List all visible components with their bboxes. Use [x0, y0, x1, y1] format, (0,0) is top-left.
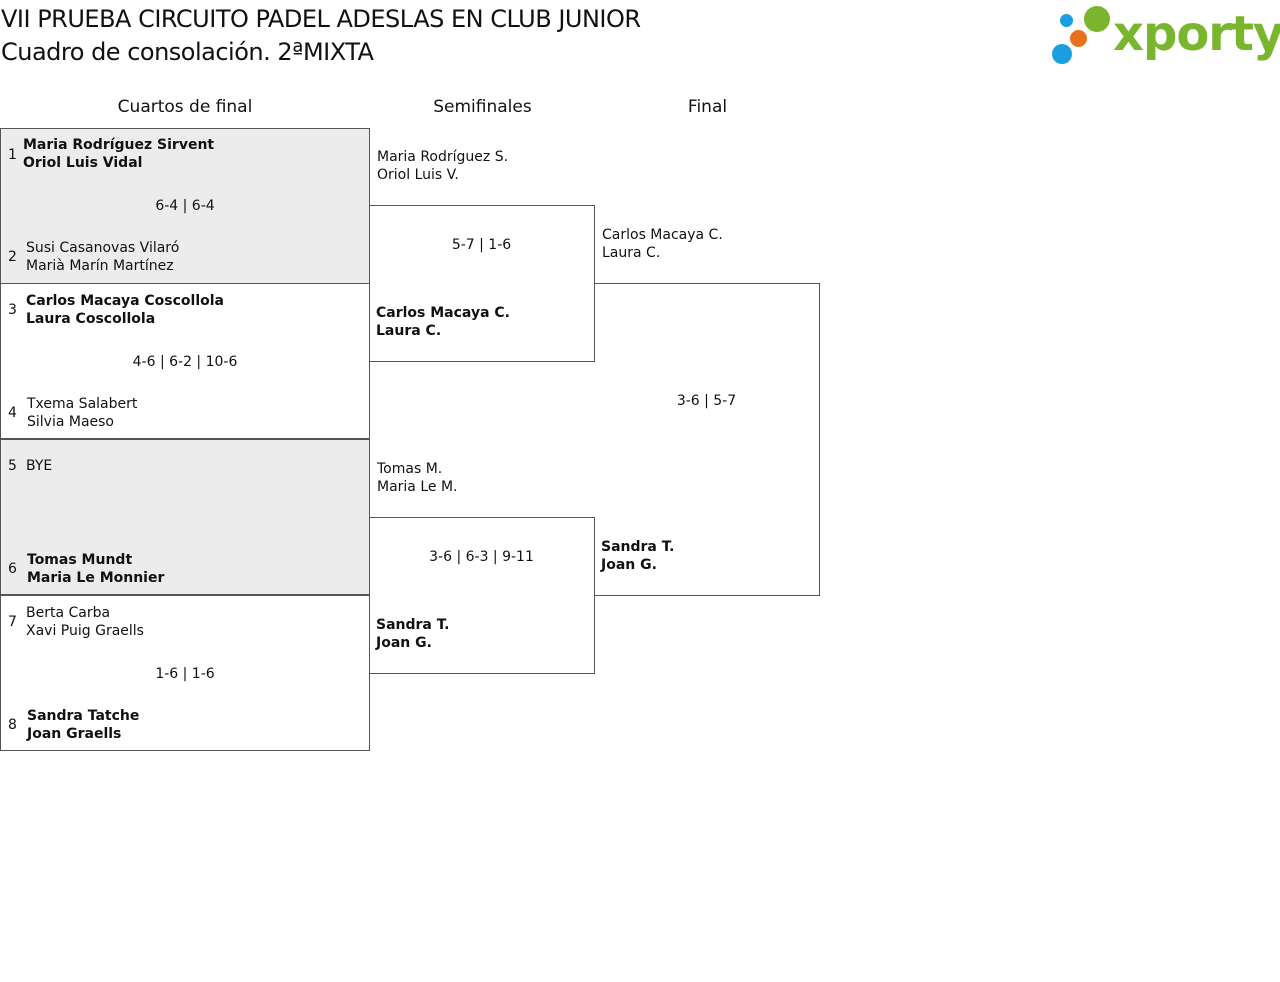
round-header-final: Final	[687, 97, 728, 117]
match-score: 3-6 | 5-7	[676, 393, 737, 409]
player-name: Tomas M.	[377, 461, 443, 477]
semifinal-match-2: 3-6 | 6-3 | 9-11 Sandra T. Joan G.	[369, 517, 595, 674]
quarterfinal-match-4: 7 Berta Carba Xavi Puig Graells 1-6 | 1-…	[0, 595, 370, 751]
player-name: Maria Le Monnier	[27, 570, 165, 586]
player-name: Tomas Mundt	[27, 552, 133, 568]
seed-number: 5	[8, 458, 17, 474]
quarterfinal-match-1: 1 Maria Rodríguez Sirvent Oriol Luis Vid…	[0, 128, 370, 284]
seed-number: 1	[8, 147, 17, 163]
player-name: Oriol Luis V.	[377, 167, 459, 183]
team-entry: Txema Salabert Silvia Maeso	[27, 395, 137, 431]
semifinal-match-1: 5-7 | 1-6 Carlos Macaya C. Laura C.	[369, 205, 595, 362]
seed-number: 3	[8, 302, 17, 318]
team-entry: Susi Casanovas Vilaró Marià Marín Martín…	[26, 239, 179, 275]
player-name: Sandra T.	[376, 617, 450, 633]
player-name: Carlos Macaya C.	[376, 305, 510, 321]
player-name: Carlos Macaya C.	[602, 227, 723, 243]
team-entry: Sandra T. Joan G.	[376, 616, 450, 652]
match-score: 6-4 | 6-4	[155, 198, 215, 214]
player-name: Silvia Maeso	[27, 414, 115, 430]
player-name: Maria Rodríguez S.	[377, 149, 509, 165]
player-name: Oriol Luis Vidal	[23, 155, 143, 171]
logo-dot-orange-icon	[1070, 30, 1087, 47]
team-entry: Sandra T. Joan G.	[601, 538, 675, 574]
team-entry: Maria Rodríguez S. Oriol Luis V.	[377, 148, 508, 184]
player-name: Berta Carba	[26, 605, 111, 621]
seed-number: 6	[8, 561, 17, 577]
match-score: 1-6 | 1-6	[155, 666, 215, 682]
match-score: 4-6 | 6-2 | 10-6	[132, 354, 238, 370]
team-entry: Tomas Mundt Maria Le Monnier	[27, 551, 164, 587]
team-entry-bye: BYE	[26, 457, 52, 475]
match-score: 3-6 | 6-3 | 9-11	[429, 549, 534, 565]
player-name: Sandra Tatche	[27, 708, 140, 724]
team-entry: Maria Rodríguez Sirvent Oriol Luis Vidal	[23, 136, 214, 172]
tournament-title: VII PRUEBA CIRCUITO PADEL ADESLAS EN CLU…	[1, 5, 641, 33]
team-entry: Tomas M. Maria Le M.	[377, 460, 457, 496]
player-name: Maria Le M.	[377, 479, 458, 495]
logo-wordmark: xporty	[1113, 6, 1280, 62]
player-name: Xavi Puig Graells	[26, 623, 144, 639]
player-name: Txema Salabert	[27, 396, 138, 412]
logo-dot-green-icon	[1084, 6, 1110, 32]
player-name: Joan G.	[601, 557, 657, 573]
quarterfinal-match-2: 3 Carlos Macaya Coscollola Laura Coscoll…	[0, 283, 370, 439]
round-header-quarterfinals: Cuartos de final	[117, 97, 253, 117]
seed-number: 7	[8, 614, 17, 630]
team-entry: Sandra Tatche Joan Graells	[27, 707, 139, 743]
player-name: Maria Rodríguez Sirvent	[23, 137, 215, 153]
seed-number: 8	[8, 717, 17, 733]
team-entry: Berta Carba Xavi Puig Graells	[26, 604, 144, 640]
logo-dot-blue-small-icon	[1060, 14, 1073, 27]
final-match: 3-6 | 5-7 Sandra T. Joan G.	[594, 283, 820, 596]
team-entry: Carlos Macaya C. Laura C.	[602, 226, 723, 262]
seed-number: 4	[8, 405, 17, 421]
player-name: Sandra T.	[601, 539, 675, 555]
seed-number: 2	[8, 249, 17, 265]
player-name: Carlos Macaya Coscollola	[26, 293, 224, 309]
player-name: Laura C.	[376, 323, 442, 339]
quarterfinal-match-3: 5 BYE 6 Tomas Mundt Maria Le Monnier	[0, 439, 370, 595]
player-name: Laura Coscollola	[26, 311, 156, 327]
player-name: Marià Marín Martínez	[26, 258, 174, 274]
match-score: 5-7 | 1-6	[451, 237, 512, 253]
player-name: Joan G.	[376, 635, 432, 651]
team-entry: Carlos Macaya Coscollola Laura Coscollol…	[26, 292, 224, 328]
xporty-logo: xporty	[1050, 4, 1280, 68]
player-name: Laura C.	[602, 245, 661, 261]
round-header-semifinals: Semifinales	[433, 97, 532, 117]
player-name: Susi Casanovas Vilaró	[26, 240, 180, 256]
logo-dot-blue-icon	[1052, 44, 1072, 64]
player-name: BYE	[26, 458, 53, 474]
player-name: Joan Graells	[27, 726, 122, 742]
draw-subtitle: Cuadro de consolación. 2ªMIXTA	[1, 38, 374, 66]
team-entry: Carlos Macaya C. Laura C.	[376, 304, 510, 340]
